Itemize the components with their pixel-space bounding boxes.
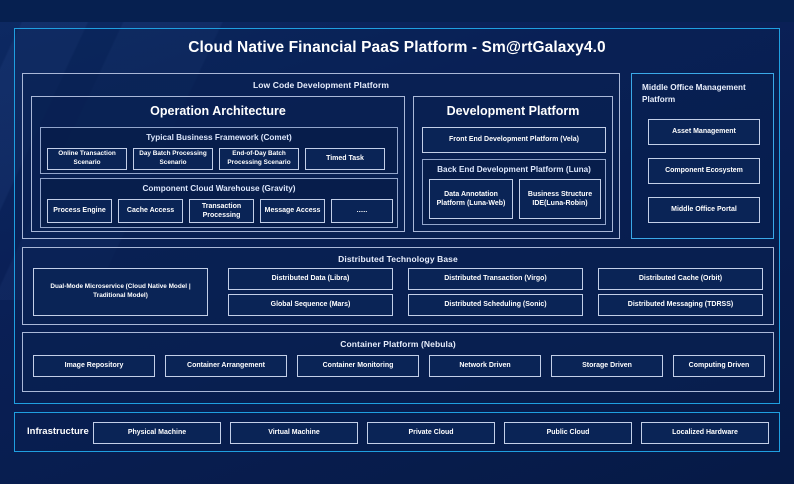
infrastructure-label: Infrastructure xyxy=(27,426,89,437)
box-front-end-development-platform[interactable]: Front End Development Platform (Vela) xyxy=(422,127,606,153)
container-platform-title: Container Platform (Nebula) xyxy=(340,339,456,349)
box-day-batch-processing-scenario[interactable]: Day Batch Processing Scenario xyxy=(133,148,213,170)
development-platform-panel: Development Platform Front End Developme… xyxy=(413,96,613,232)
box-business-structure-ide[interactable]: Business Structure IDE(Luna-Robin) xyxy=(519,179,601,219)
box-middle-office-portal[interactable]: Middle Office Portal xyxy=(648,197,760,223)
box-end-of-day-batch-processing-scenario[interactable]: End-of-Day Batch Processing Scenario xyxy=(219,148,299,170)
box-storage-driven[interactable]: Storage Driven xyxy=(551,355,663,377)
box-distributed-scheduling[interactable]: Distributed Scheduling (Sonic) xyxy=(408,294,583,316)
page-title: Cloud Native Financial PaaS Platform - S… xyxy=(188,39,606,56)
infrastructure-section: Infrastructure Physical Machine Virtual … xyxy=(14,412,780,452)
box-distributed-messaging[interactable]: Distributed Messaging (TDRSS) xyxy=(598,294,763,316)
box-container-monitoring[interactable]: Container Monitoring xyxy=(297,355,419,377)
low-code-development-platform-section: Low Code Development Platform Operation … xyxy=(22,73,620,239)
box-more-ellipsis[interactable]: ...... xyxy=(331,199,393,223)
box-distributed-transaction[interactable]: Distributed Transaction (Virgo) xyxy=(408,268,583,290)
operation-architecture-panel: Operation Architecture Typical Business … xyxy=(31,96,405,232)
box-container-arrangement[interactable]: Container Arrangement xyxy=(165,355,287,377)
box-localized-hardware[interactable]: Localized Hardware xyxy=(641,422,769,444)
box-network-driven[interactable]: Network Driven xyxy=(429,355,541,377)
box-virtual-machine[interactable]: Virtual Machine xyxy=(230,422,358,444)
middle-office-management-platform-section: Middle Office Management Platform Asset … xyxy=(631,73,774,239)
box-transaction-processing[interactable]: Transaction Processing xyxy=(189,199,254,223)
box-physical-machine[interactable]: Physical Machine xyxy=(93,422,221,444)
back-end-development-platform-panel: Back End Development Platform (Luna) Dat… xyxy=(422,159,606,225)
box-image-repository[interactable]: Image Repository xyxy=(33,355,155,377)
box-private-cloud[interactable]: Private Cloud xyxy=(367,422,495,444)
typical-business-framework-panel: Typical Business Framework (Comet) Onlin… xyxy=(40,127,398,174)
component-cloud-warehouse-panel: Component Cloud Warehouse (Gravity) Proc… xyxy=(40,178,398,228)
middle-office-section-title: Middle Office Management Platform xyxy=(642,83,746,104)
box-dual-mode-microservice[interactable]: Dual-Mode Microservice (Cloud Native Mod… xyxy=(33,268,208,316)
box-message-access[interactable]: Message Access xyxy=(260,199,325,223)
component-cloud-warehouse-title: Component Cloud Warehouse (Gravity) xyxy=(142,184,296,193)
development-platform-heading: Development Platform xyxy=(446,104,580,118)
container-platform-section: Container Platform (Nebula) Image Reposi… xyxy=(22,332,774,392)
box-data-annotation-platform[interactable]: Data Annotation Platform (Luna-Web) xyxy=(429,179,513,219)
low-code-section-title: Low Code Development Platform xyxy=(252,80,390,90)
platform-frame: Cloud Native Financial PaaS Platform - S… xyxy=(14,28,780,404)
distributed-technology-base-section: Distributed Technology Base Dual-Mode Mi… xyxy=(22,247,774,325)
box-computing-driven[interactable]: Computing Driven xyxy=(673,355,765,377)
typical-business-framework-title: Typical Business Framework (Comet) xyxy=(146,133,292,142)
box-cache-access[interactable]: Cache Access xyxy=(118,199,183,223)
box-global-sequence[interactable]: Global Sequence (Mars) xyxy=(228,294,393,316)
box-online-transaction-scenario[interactable]: Online Transaction Scenario xyxy=(47,148,127,170)
box-component-ecosystem[interactable]: Component Ecosystem xyxy=(648,158,760,184)
box-distributed-cache[interactable]: Distributed Cache (Orbit) xyxy=(598,268,763,290)
operation-architecture-heading: Operation Architecture xyxy=(150,104,286,118)
box-process-engine[interactable]: Process Engine xyxy=(47,199,112,223)
box-public-cloud[interactable]: Public Cloud xyxy=(504,422,632,444)
back-end-development-platform-title: Back End Development Platform (Luna) xyxy=(437,165,591,174)
box-timed-task[interactable]: Timed Task xyxy=(305,148,385,170)
distributed-technology-base-title: Distributed Technology Base xyxy=(338,254,458,264)
box-asset-management[interactable]: Asset Management xyxy=(648,119,760,145)
box-distributed-data[interactable]: Distributed Data (Libra) xyxy=(228,268,393,290)
